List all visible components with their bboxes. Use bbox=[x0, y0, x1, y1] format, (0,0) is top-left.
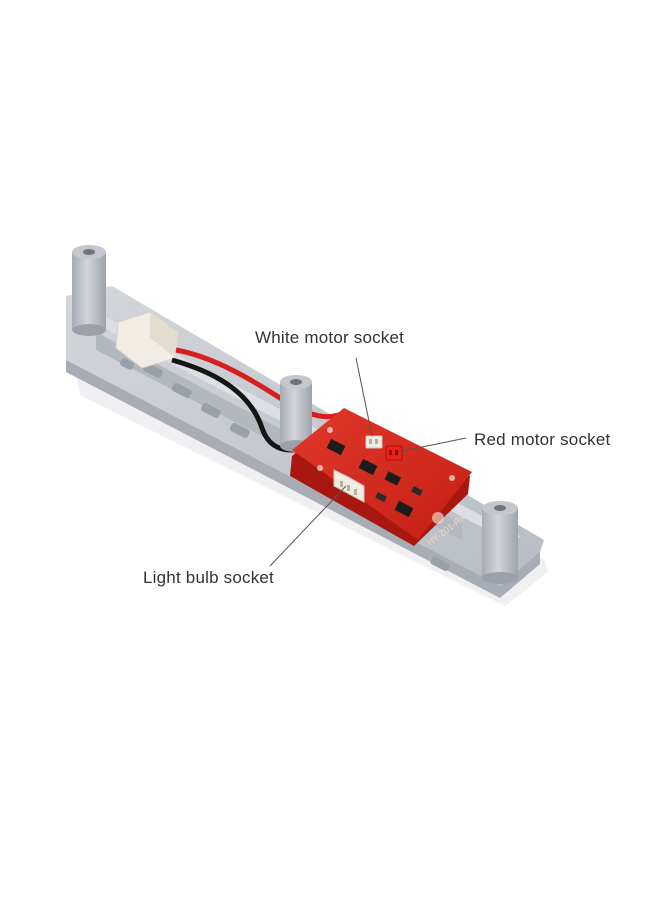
callout-light-bulb-socket: Light bulb socket bbox=[143, 568, 274, 587]
battery-connector bbox=[115, 311, 179, 369]
callout-red-motor-socket: Red motor socket bbox=[474, 430, 611, 449]
receiver-board: HY-Z01-RX bbox=[290, 408, 472, 548]
callout-leaders bbox=[269, 357, 467, 567]
mounting-post-left bbox=[72, 245, 106, 336]
light-bulb-socket bbox=[333, 469, 365, 503]
leader-white-motor bbox=[355, 357, 373, 437]
white-motor-socket bbox=[365, 435, 383, 449]
leader-light-bulb bbox=[269, 485, 347, 567]
red-motor-socket bbox=[385, 445, 403, 461]
mounting-post-right bbox=[482, 501, 518, 584]
callout-white-motor-socket: White motor socket bbox=[255, 328, 405, 347]
leader-red-motor bbox=[397, 437, 467, 453]
